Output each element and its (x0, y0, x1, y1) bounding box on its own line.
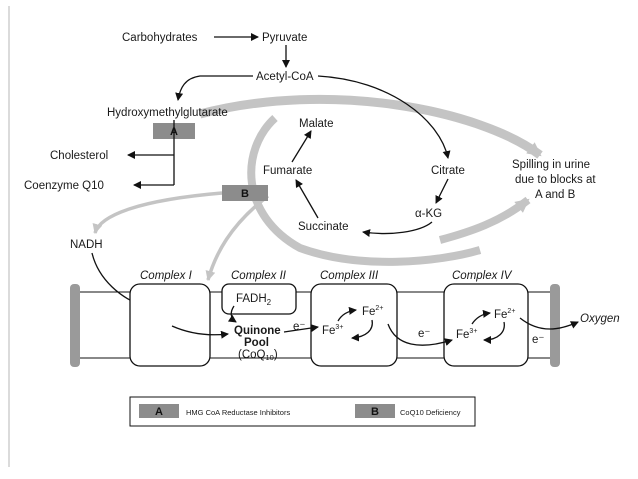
gray-arc-krebs-outer (247, 115, 482, 266)
complex2-label: Complex II (231, 270, 287, 282)
complex1-to-quinone-arrow (171, 325, 229, 339)
fadh2-label: FADH2 (236, 293, 272, 307)
fumarate-label: Fumarate (263, 165, 312, 177)
gray-arc-krebs-to-spilling (438, 196, 531, 244)
legend-a-key-label: A (155, 406, 163, 418)
succinate-label: Succinate (298, 221, 349, 233)
carbohydrates-label: Carbohydrates (122, 32, 198, 44)
complex3-label: Complex III (320, 270, 379, 282)
quinone-to-complex3-arrow (283, 324, 319, 333)
quinone-label-2: Pool (244, 337, 269, 349)
complex1-label: Complex I (140, 270, 193, 282)
complex4-to-oxygen-arrow (519, 317, 579, 330)
cholesterol-label: Cholesterol (50, 150, 108, 162)
complex3-cycle-arrow-up (337, 306, 357, 322)
fadh2-to-quinone-arrow (227, 305, 237, 323)
akg-label: α-KG (415, 208, 442, 220)
complex3-to-complex4-arrow (387, 323, 453, 346)
gray-arrow-b-to-nadh (92, 191, 223, 234)
legend-a-key (139, 404, 179, 418)
acetylcoa-to-citrate-arrow (317, 75, 451, 159)
pyruvate-label: Pyruvate (262, 32, 307, 44)
coq10-pool-label: (CoQ10) (238, 349, 278, 362)
spilling-line-2: due to blocks at (515, 174, 596, 186)
acetylcoa-to-hmg-arrow (175, 75, 253, 101)
coq10-label: Coenzyme Q10 (24, 180, 104, 192)
complex4-fe3: Fe3+ (456, 328, 477, 341)
akg-to-succinate-arrow (362, 221, 433, 237)
complex2-box (221, 283, 297, 315)
citrate-to-akg-arrow (435, 178, 449, 204)
gray-arc-hmg-to-spilling (198, 94, 543, 159)
fumarate-to-malate-arrow (291, 130, 312, 163)
complex1-box (129, 283, 211, 367)
complex4-cycle-arrow-up (471, 309, 491, 325)
complex4-fe2: Fe2+ (494, 308, 515, 321)
nadh-label: NADH (70, 239, 103, 251)
spilling-line-1: Spilling in urine (512, 159, 590, 171)
electron-2: e⁻ (418, 328, 430, 340)
complex3-fe3: Fe3+ (322, 324, 343, 337)
quinone-label-1: Quinone (234, 325, 281, 337)
spilling-line-3: A and B (535, 189, 576, 201)
malate-label: Malate (299, 118, 334, 130)
acetyl-coa-label: Acetyl-CoA (256, 71, 314, 83)
legend-b-text: CoQ10 Deficiency (400, 408, 461, 417)
membrane-left-cap (70, 284, 80, 367)
complex3-fe2: Fe2+ (362, 305, 383, 318)
succinate-to-fumarate-arrow (295, 179, 319, 219)
hmg-label: Hydroxymethylglutarate (107, 107, 228, 119)
electron-3: e⁻ (532, 334, 544, 346)
electron-1: e⁻ (293, 321, 305, 333)
complex4-box (443, 283, 529, 367)
legend-frame (129, 396, 476, 427)
legend-b-key-label: B (371, 406, 379, 418)
complex3-cycle-arrow-down (351, 319, 373, 342)
block-b-label: B (241, 188, 249, 200)
legend-a-text: HMG CoA Reductase Inhibitors (186, 408, 290, 417)
membrane-right-cap (550, 284, 560, 367)
complex4-cycle-arrow-down (483, 321, 505, 344)
block-b (222, 185, 268, 201)
citrate-label: Citrate (431, 165, 465, 177)
oxygen-label: Oxygen (580, 313, 620, 325)
legend-b-key (355, 404, 395, 418)
gray-arrow-b-to-complex2 (205, 194, 270, 281)
complex4-label: Complex IV (452, 270, 513, 282)
